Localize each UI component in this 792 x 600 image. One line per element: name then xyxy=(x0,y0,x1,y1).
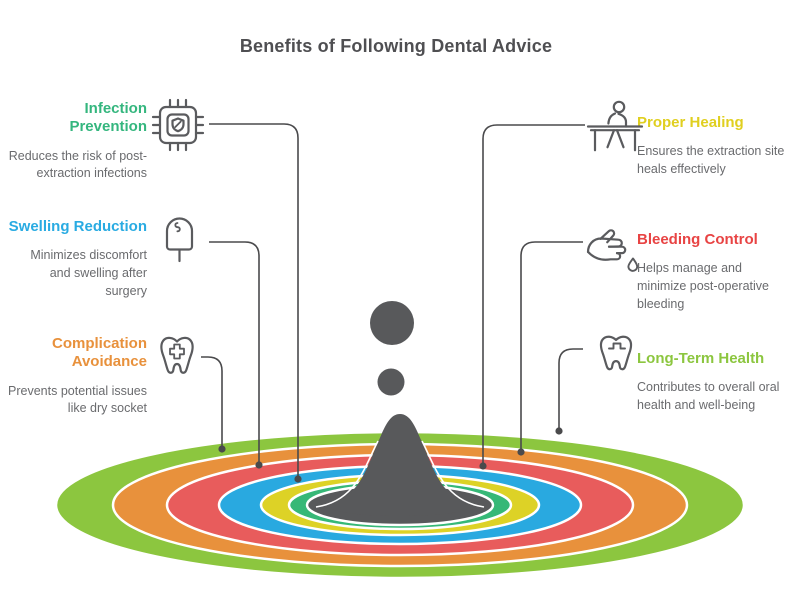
connector-dot xyxy=(517,448,525,456)
benefit-item-complication-avoidance: Complication Avoidance Prevents potentia… xyxy=(7,335,147,418)
connector-dot xyxy=(555,427,563,435)
splash-highlight-right xyxy=(421,440,485,508)
benefit-item-swelling-reduction: Swelling Reduction Minimizes discomfort … xyxy=(7,218,147,301)
connector-dot xyxy=(294,475,302,483)
connector-dot xyxy=(218,445,226,453)
connector-infection-prevention xyxy=(209,123,299,479)
connector-dots xyxy=(218,427,563,483)
tooth-cross-icon xyxy=(148,330,206,386)
benefit-item-infection-prevention: Infection Prevention Reduces the risk of… xyxy=(7,100,147,183)
droplet-small xyxy=(377,368,405,396)
connector-swelling-reduction xyxy=(209,241,260,465)
connector-dot xyxy=(255,461,263,469)
benefit-title: Proper Healing xyxy=(637,114,744,131)
benefit-title: Complication Avoidance xyxy=(51,335,147,371)
connector-long-term-health xyxy=(558,348,583,431)
connector-complication-avoidance xyxy=(201,356,223,449)
water-splash xyxy=(315,301,485,516)
page-title: Benefits of Following Dental Advice xyxy=(239,36,553,56)
pointing-hand-drop-icon xyxy=(582,221,644,277)
droplet-large xyxy=(370,301,414,345)
benefit-title: Bleeding Control xyxy=(637,231,758,248)
benefit-item-proper-healing: Proper Healing Ensures the extraction si… xyxy=(637,114,789,179)
chip-shield-icon xyxy=(150,97,206,153)
benefit-title: Long-Term Health xyxy=(637,350,765,367)
benefit-item-long-term-health: Long-Term Health Contributes to overall … xyxy=(637,350,789,415)
benefit-description: Helps manage and minimize post-operative… xyxy=(637,261,769,311)
splash-highlight-left xyxy=(315,440,379,508)
connector-bleeding-control xyxy=(520,241,583,452)
tooth-crown-icon xyxy=(588,330,644,384)
benefit-description: Ensures the extraction site heals effect… xyxy=(637,144,785,177)
benefit-description: Prevents potential issues like dry socke… xyxy=(8,383,147,416)
benefit-description: Contributes to overall oral health and w… xyxy=(637,380,780,413)
benefit-description: Reduces the risk of post-extraction infe… xyxy=(8,148,147,181)
connector-dot xyxy=(479,462,487,470)
splash-column xyxy=(322,414,478,516)
benefit-title: Swelling Reduction xyxy=(8,218,147,235)
connector-proper-healing xyxy=(482,124,585,466)
benefit-description: Minimizes discomfort and swelling after … xyxy=(30,248,147,298)
connector-lines xyxy=(201,123,585,479)
ice-pack-icon xyxy=(154,212,204,274)
benefit-item-bleeding-control: Bleeding Control Helps manage and minimi… xyxy=(637,231,789,314)
benefit-title: Infection Prevention xyxy=(69,100,147,136)
person-desk-icon xyxy=(584,98,646,156)
